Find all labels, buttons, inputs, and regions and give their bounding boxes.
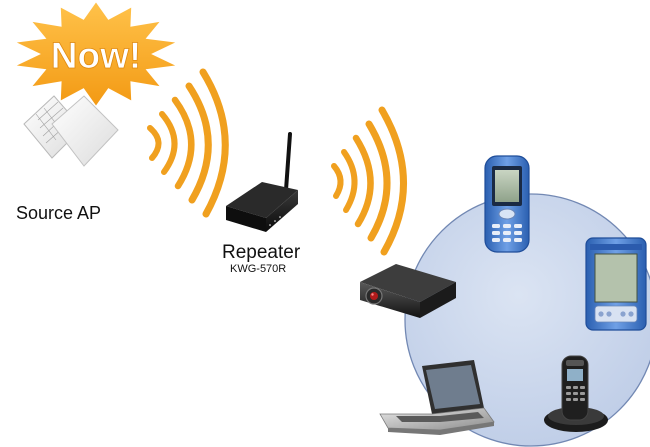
wifi-signal-icon	[147, 68, 229, 218]
router-icon	[226, 132, 298, 232]
source-ap-label: Source AP	[16, 203, 102, 223]
mobile-phone-icon	[484, 155, 530, 253]
repeater-model-label: KWG-570R	[230, 263, 287, 275]
pda-icon	[585, 237, 647, 331]
starburst-shape	[16, 2, 176, 106]
repeater-label: Repeater	[222, 242, 301, 263]
laptop-icon	[379, 360, 495, 435]
badge-text: Now!	[51, 35, 141, 76]
starburst-badge-icon: Now!	[16, 2, 176, 106]
projector-icon	[360, 264, 456, 318]
wifi-signal-icon	[331, 106, 407, 256]
access-point-icon	[23, 95, 119, 167]
cordless-phone-icon	[544, 355, 608, 432]
